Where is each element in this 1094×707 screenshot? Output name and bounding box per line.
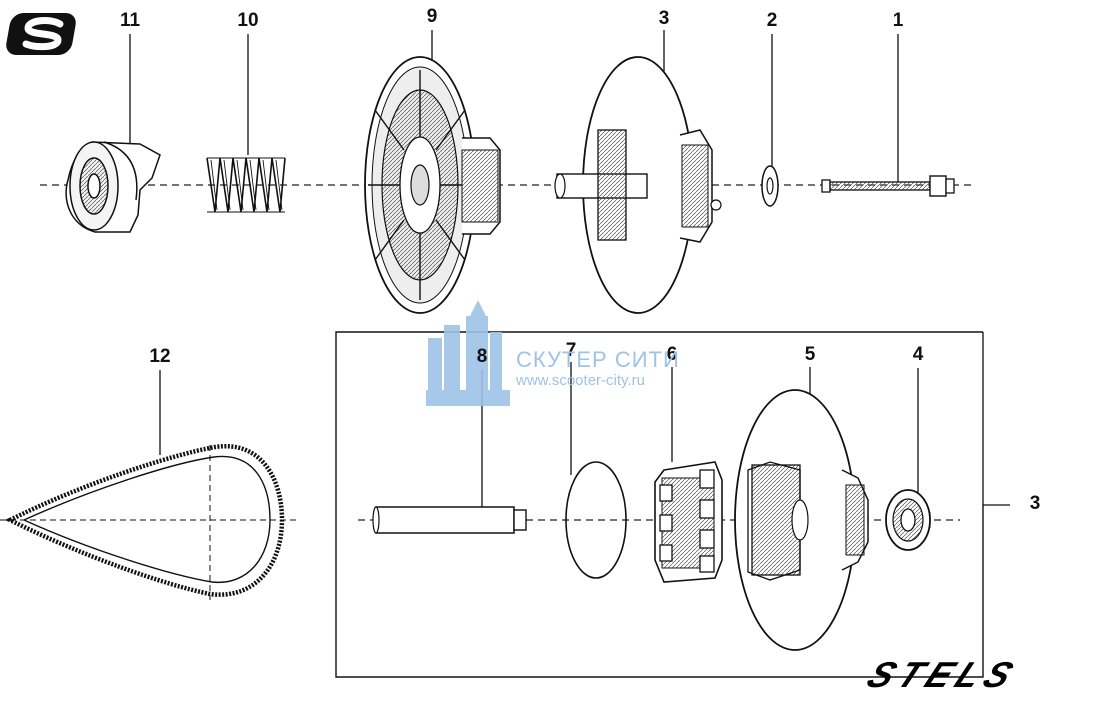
callout-3-side: 3 bbox=[1029, 493, 1041, 514]
callout-10: 10 bbox=[237, 10, 259, 31]
callout-3-top: 3 bbox=[658, 8, 670, 29]
bearing-part bbox=[885, 489, 931, 551]
watermark-url: www.scooter-city.ru bbox=[516, 372, 645, 389]
callout-2: 2 bbox=[766, 10, 778, 31]
watermark-skyline-icon bbox=[426, 300, 510, 406]
s-badge-icon bbox=[6, 13, 76, 55]
callout-11: 11 bbox=[119, 10, 141, 31]
callout-8: 8 bbox=[476, 346, 488, 367]
movable-pulley-part bbox=[734, 389, 869, 651]
bolt-part bbox=[821, 175, 955, 197]
torque-spring-part bbox=[206, 157, 286, 213]
driven-pulley-part bbox=[554, 56, 722, 314]
stels-logo: STELS bbox=[861, 652, 1080, 695]
callout-12: 12 bbox=[149, 346, 171, 367]
callout-7: 7 bbox=[565, 340, 577, 361]
washer-part bbox=[761, 165, 779, 207]
assembly-frame bbox=[335, 331, 984, 678]
callout-9: 9 bbox=[426, 6, 438, 27]
drive-belt-part bbox=[0, 443, 300, 600]
watermark-name: СКУТЕР СИТИ bbox=[516, 347, 680, 372]
callout-6: 6 bbox=[666, 344, 678, 365]
sleeve-part bbox=[372, 506, 527, 534]
torque-cam-part bbox=[654, 461, 723, 583]
clutch-assembly-part bbox=[364, 56, 501, 314]
callout-1: 1 bbox=[892, 10, 904, 31]
o-ring-part bbox=[565, 461, 627, 579]
stels-logo-text: STELS bbox=[860, 654, 1026, 695]
callout-4: 4 bbox=[912, 344, 924, 365]
clutch-housing-part bbox=[65, 141, 161, 233]
leader-lines bbox=[129, 30, 1010, 510]
callout-5: 5 bbox=[804, 344, 816, 365]
